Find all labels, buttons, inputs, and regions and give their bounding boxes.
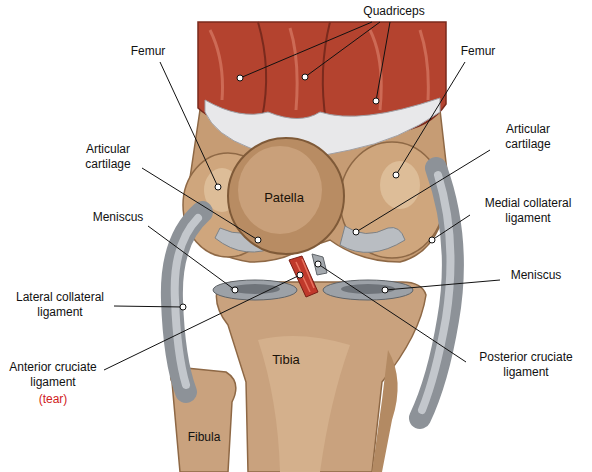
bone-label: Tibia [256, 352, 316, 367]
muscle-label: Quadriceps [344, 4, 444, 19]
bone-label: Fibula [179, 430, 229, 445]
ligament-label: Lateral collateral ligament [8, 290, 112, 320]
ligament-label: Medial collateral ligament [476, 196, 580, 226]
cartilage-label: Articular cartilage [491, 122, 565, 152]
ligament-label: Posterior cruciate ligament [472, 350, 580, 380]
ligament-label: Anterior cruciate ligament [4, 360, 102, 390]
tear-note: (tear) [23, 392, 83, 407]
bone-label: Femur [118, 44, 178, 59]
bone-label: Femur [448, 44, 508, 59]
bone-label: Patella [254, 190, 314, 205]
cartilage-label: Articular cartilage [71, 142, 145, 172]
meniscus-label: Meniscus [83, 210, 153, 225]
meniscus-label: Meniscus [501, 268, 571, 283]
